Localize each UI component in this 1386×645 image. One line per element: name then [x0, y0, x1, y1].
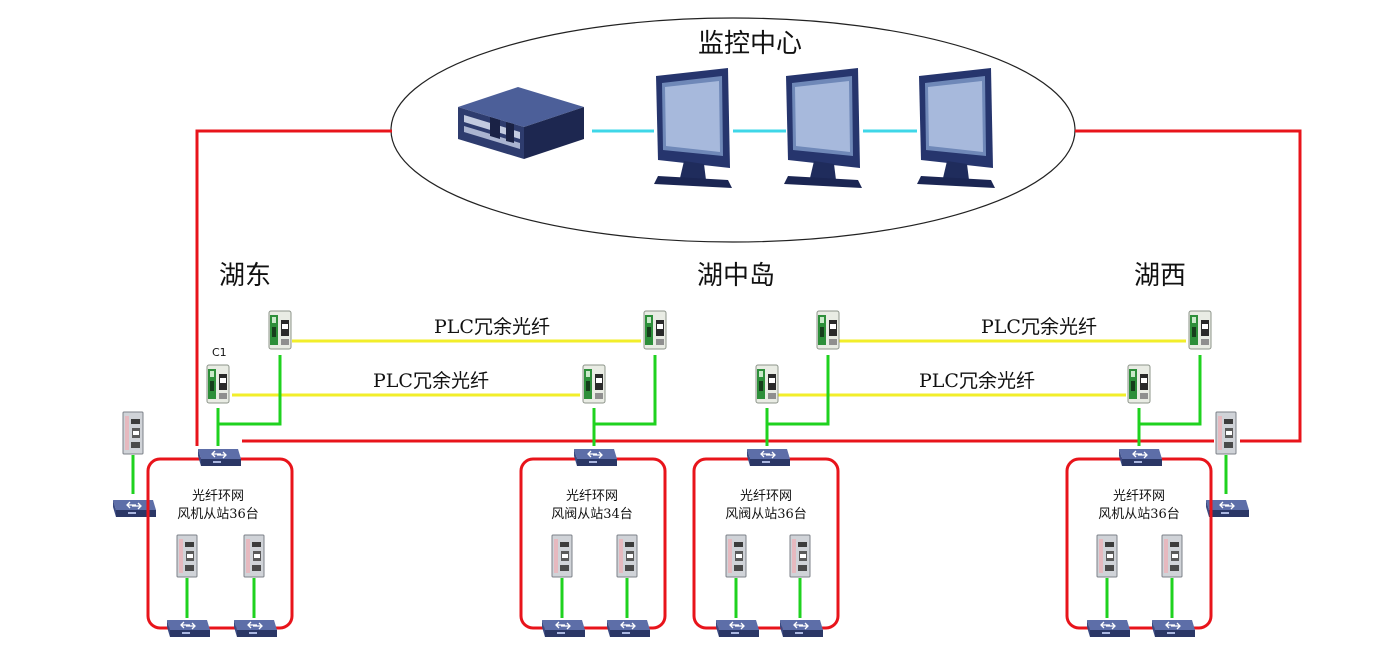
fiber-ring: 光纤环网 风机从站36台: [146, 448, 294, 638]
switch-icon: [715, 619, 760, 638]
slave-device-icon: [1096, 534, 1118, 578]
fiber-label: PLC冗余光纤: [981, 316, 1097, 338]
site-label-middle: 湖中岛: [697, 261, 775, 291]
monitor-icon: [654, 68, 732, 188]
fiber-label: PLC冗余光纤: [373, 370, 489, 392]
slave-device-icon: [616, 534, 638, 578]
ring-label-line2: 风阀从站36台: [725, 507, 807, 522]
plc-icon: [816, 310, 840, 350]
slave-device-icon: [789, 534, 811, 578]
ethernet-links: [131, 355, 1228, 494]
fiber-label: PLC冗余光纤: [434, 316, 550, 338]
fiber-ring: 光纤环网 风阀从站36台: [692, 448, 840, 638]
node-label-c1: C1: [212, 346, 227, 359]
site-label-east: 湖东: [219, 261, 271, 291]
switch-icon: [541, 619, 586, 638]
monitoring-center-title: 监控中心: [698, 29, 802, 59]
switch-icon: [112, 499, 157, 518]
plc-icon: [268, 310, 292, 350]
backbone-ring-line: [195, 129, 1302, 446]
fiber-ring: 光纤环网 风阀从站34台: [519, 448, 667, 638]
ring-label-line1: 光纤环网: [566, 489, 618, 504]
slave-device-icon: [551, 534, 573, 578]
fiber-ring: 光纤环网 风机从站36台: [1065, 448, 1213, 638]
switch-icon: [233, 619, 278, 638]
switch-icon: [573, 448, 618, 467]
slave-device-icon: [725, 534, 747, 578]
slave-device-icon: [1161, 534, 1183, 578]
slave-device-icon: [176, 534, 198, 578]
fiber-label: PLC冗余光纤: [919, 370, 1035, 392]
ring-label-line2: 风机从站36台: [177, 507, 259, 522]
switch-icon: [197, 448, 242, 467]
monitor-icon: [917, 68, 995, 188]
plc-icon: [1127, 364, 1151, 404]
switch-icon: [1118, 448, 1163, 467]
monitor-icon: [784, 68, 862, 188]
ring-label-line1: 光纤环网: [740, 489, 792, 504]
site-label-west: 湖西: [1134, 261, 1186, 291]
plc-icon: [755, 364, 779, 404]
ring-label-line1: 光纤环网: [1113, 489, 1165, 504]
plc-icon: [206, 364, 230, 404]
switch-icon: [779, 619, 824, 638]
plc-icon: [582, 364, 606, 404]
switch-icon: [166, 619, 211, 638]
switch-icon: [1086, 619, 1131, 638]
plc-icon: [1188, 310, 1212, 350]
redundant-fiber-lines: [232, 339, 1186, 397]
slave-device-icon: [243, 534, 265, 578]
ring-label-line1: 光纤环网: [192, 489, 244, 504]
slave-device-icon: [122, 411, 144, 455]
switch-icon: [606, 619, 651, 638]
switch-icon: [746, 448, 791, 467]
ring-label-line2: 风机从站36台: [1098, 507, 1180, 522]
ring-label-line2: 风阀从站34台: [551, 507, 633, 522]
switch-icon: [1151, 619, 1196, 638]
server-icon: [458, 87, 584, 159]
plc-icon: [643, 310, 667, 350]
slave-device-icon: [1215, 411, 1237, 455]
